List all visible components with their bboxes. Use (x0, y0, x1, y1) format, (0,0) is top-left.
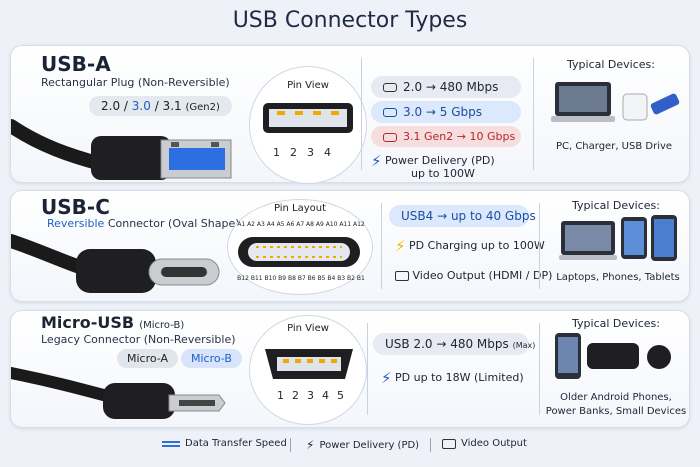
usb-a-connector-illustration (11, 119, 232, 180)
micro-usb-pin-diagram (265, 349, 353, 379)
usb-c-speed: USB4 → up to 40 Gbps (389, 205, 536, 227)
version-label: 2.0 / (101, 99, 128, 113)
micro-usb-title: Micro-USB (Micro-B) (41, 313, 184, 332)
micro-usb-devices-line2: Power Banks, Small Devices (545, 406, 687, 417)
usb-c-title: USB-C (41, 195, 110, 219)
micro-usb-name: Micro-USB (41, 313, 135, 332)
usb-c-panel: USB-C Reversible Connector (Oval Shape) … (10, 190, 690, 302)
lightning-icon: ⚡ (306, 438, 315, 452)
lightning-icon: ⚡ (371, 152, 382, 170)
speed-label: 3.0 → 5 Gbps (403, 105, 483, 119)
usb-c-devices-title: Typical Devices: (572, 199, 660, 212)
divider (381, 203, 382, 289)
usb-c-subtitle: Reversible Connector (Oval Shape) (47, 217, 240, 230)
legend-separator (290, 438, 291, 452)
usb-a-devices-text: PC, Charger, USB Drive (555, 141, 673, 152)
usb-a-pd-value: up to 100W (411, 167, 475, 180)
version-label: (Gen2) (185, 102, 220, 113)
micro-usb-pin-title: Pin View (287, 323, 329, 334)
divider (367, 323, 368, 415)
usb-a-version-pill: 2.0 / 3.0 / 3.1 (Gen2) (89, 96, 232, 116)
micro-a-chip: Micro-A (117, 349, 179, 368)
usb-c-connector-illustration (11, 234, 220, 293)
pin-number: 2 (290, 146, 297, 159)
usb-a-pin-numbers: 1 2 3 4 (273, 146, 331, 159)
micro-usb-panel: Micro-USB (Micro-B) Legacy Connector (No… (10, 310, 690, 428)
page-title: USB Connector Types (232, 8, 468, 33)
pin-number: 4 (322, 389, 329, 402)
usb-c-pin-diagram (238, 237, 360, 267)
speed-label: 2.0 → 480 Mbps (403, 80, 499, 94)
divider (361, 58, 362, 170)
lightning-icon: ⚡ (395, 237, 406, 255)
divider (539, 203, 540, 289)
micro-usb-devices-illustration (555, 333, 671, 379)
micro-usb-connector-illustration (11, 367, 226, 419)
usb-c-devices-illustration (559, 215, 677, 261)
divider (539, 323, 540, 415)
usb-port-icon (383, 108, 397, 117)
usb-a-speed-31: 3.1 Gen2 → 10 Gbps (371, 126, 521, 147)
monitor-icon (442, 438, 456, 449)
pin-number: 1 (273, 146, 280, 159)
pin-number: 1 (277, 389, 284, 402)
usb-a-devices-title: Typical Devices: (567, 58, 655, 71)
legend-item-power: ⚡ Power Delivery (PD) (306, 438, 419, 452)
micro-usb-suffix: (Micro-B) (139, 320, 185, 331)
usb-a-pd: ⚡ Power Delivery (PD) (371, 152, 495, 170)
usb-c-pin-title: Pin Layout (273, 203, 327, 214)
usb-a-speed-3: 3.0 → 5 Gbps (371, 101, 521, 123)
usb-c-pins-top: A1 A2 A3 A4 A5 A6 A7 A8 A9 A10 A11 A12 (237, 221, 365, 228)
pin-number: 3 (307, 389, 314, 402)
usb-a-devices-illustration (551, 82, 680, 122)
lightning-icon: ⚡ (381, 369, 392, 387)
subtitle-text: Connector (Oval Shape) (107, 217, 240, 230)
version-label: / 3.1 (154, 99, 182, 113)
divider (533, 58, 534, 170)
usb-c-pd: ⚡ PD Charging up to 100W (395, 237, 545, 255)
usb-a-speed-2: 2.0 → 480 Mbps (371, 76, 521, 98)
usb-a-pin-diagram (263, 103, 353, 133)
version-label: 3.0 (131, 99, 151, 113)
video-label: Video Output (HDMI / DP) (412, 269, 553, 282)
pd-label: PD up to 18W (Limited) (395, 371, 524, 384)
usb-a-pin-title: Pin View (287, 80, 329, 91)
pin-number: 5 (337, 389, 344, 402)
usb-port-icon (383, 132, 397, 142)
usb-c-pins-bottom: B12 B11 B10 B9 B8 B7 B6 B5 B4 B3 B2 B1 (237, 275, 365, 282)
usb-a-panel: USB-A Rectangular Plug (Non-Reversible) … (10, 45, 690, 184)
micro-usb-pin-numbers: 1 2 3 4 5 (277, 389, 344, 402)
speed-label: 3.1 Gen2 → 10 Gbps (403, 130, 516, 143)
micro-usb-devices-line1: Older Android Phones, (560, 392, 672, 403)
usb-a-title: USB-A (41, 52, 111, 76)
usb-c-devices-text: Laptops, Phones, Tablets (556, 272, 680, 283)
monitor-icon (395, 271, 409, 281)
pd-label: PD Charging up to 100W (409, 239, 545, 252)
legend-label: Power Delivery (PD) (319, 439, 420, 451)
micro-usb-speed: USB 2.0 → 480 Mbps (Max) (373, 333, 535, 355)
pin-number: 2 (292, 389, 299, 402)
usb-c-video: Video Output (HDMI / DP) (395, 269, 552, 282)
speed-note: (Max) (512, 341, 536, 350)
pd-label: Power Delivery (PD) (385, 154, 495, 167)
legend-item-video: Video Output (442, 438, 527, 449)
legend-separator (430, 438, 431, 452)
legend-label: Data Transfer Speed (185, 438, 287, 449)
speed-lines-icon (162, 440, 180, 447)
legend-label: Video Output (461, 438, 527, 449)
micro-usb-pd: ⚡ PD up to 18W (Limited) (381, 369, 524, 387)
usb-a-subtitle: Rectangular Plug (Non-Reversible) (41, 76, 230, 89)
micro-b-chip: Micro-B (181, 349, 242, 368)
usb-port-icon (383, 83, 397, 92)
micro-usb-devices-title: Typical Devices: (572, 317, 660, 330)
legend-item-transfer: Data Transfer Speed (162, 438, 287, 449)
pin-number: 4 (324, 146, 331, 159)
subtitle-highlight: Reversible (47, 217, 105, 230)
speed-label: USB 2.0 → 480 Mbps (385, 337, 509, 351)
pin-number: 3 (307, 146, 314, 159)
micro-usb-subtitle: Legacy Connector (Non-Reversible) (41, 333, 236, 346)
legend: Data Transfer Speed ⚡ Power Delivery (PD… (0, 436, 700, 456)
